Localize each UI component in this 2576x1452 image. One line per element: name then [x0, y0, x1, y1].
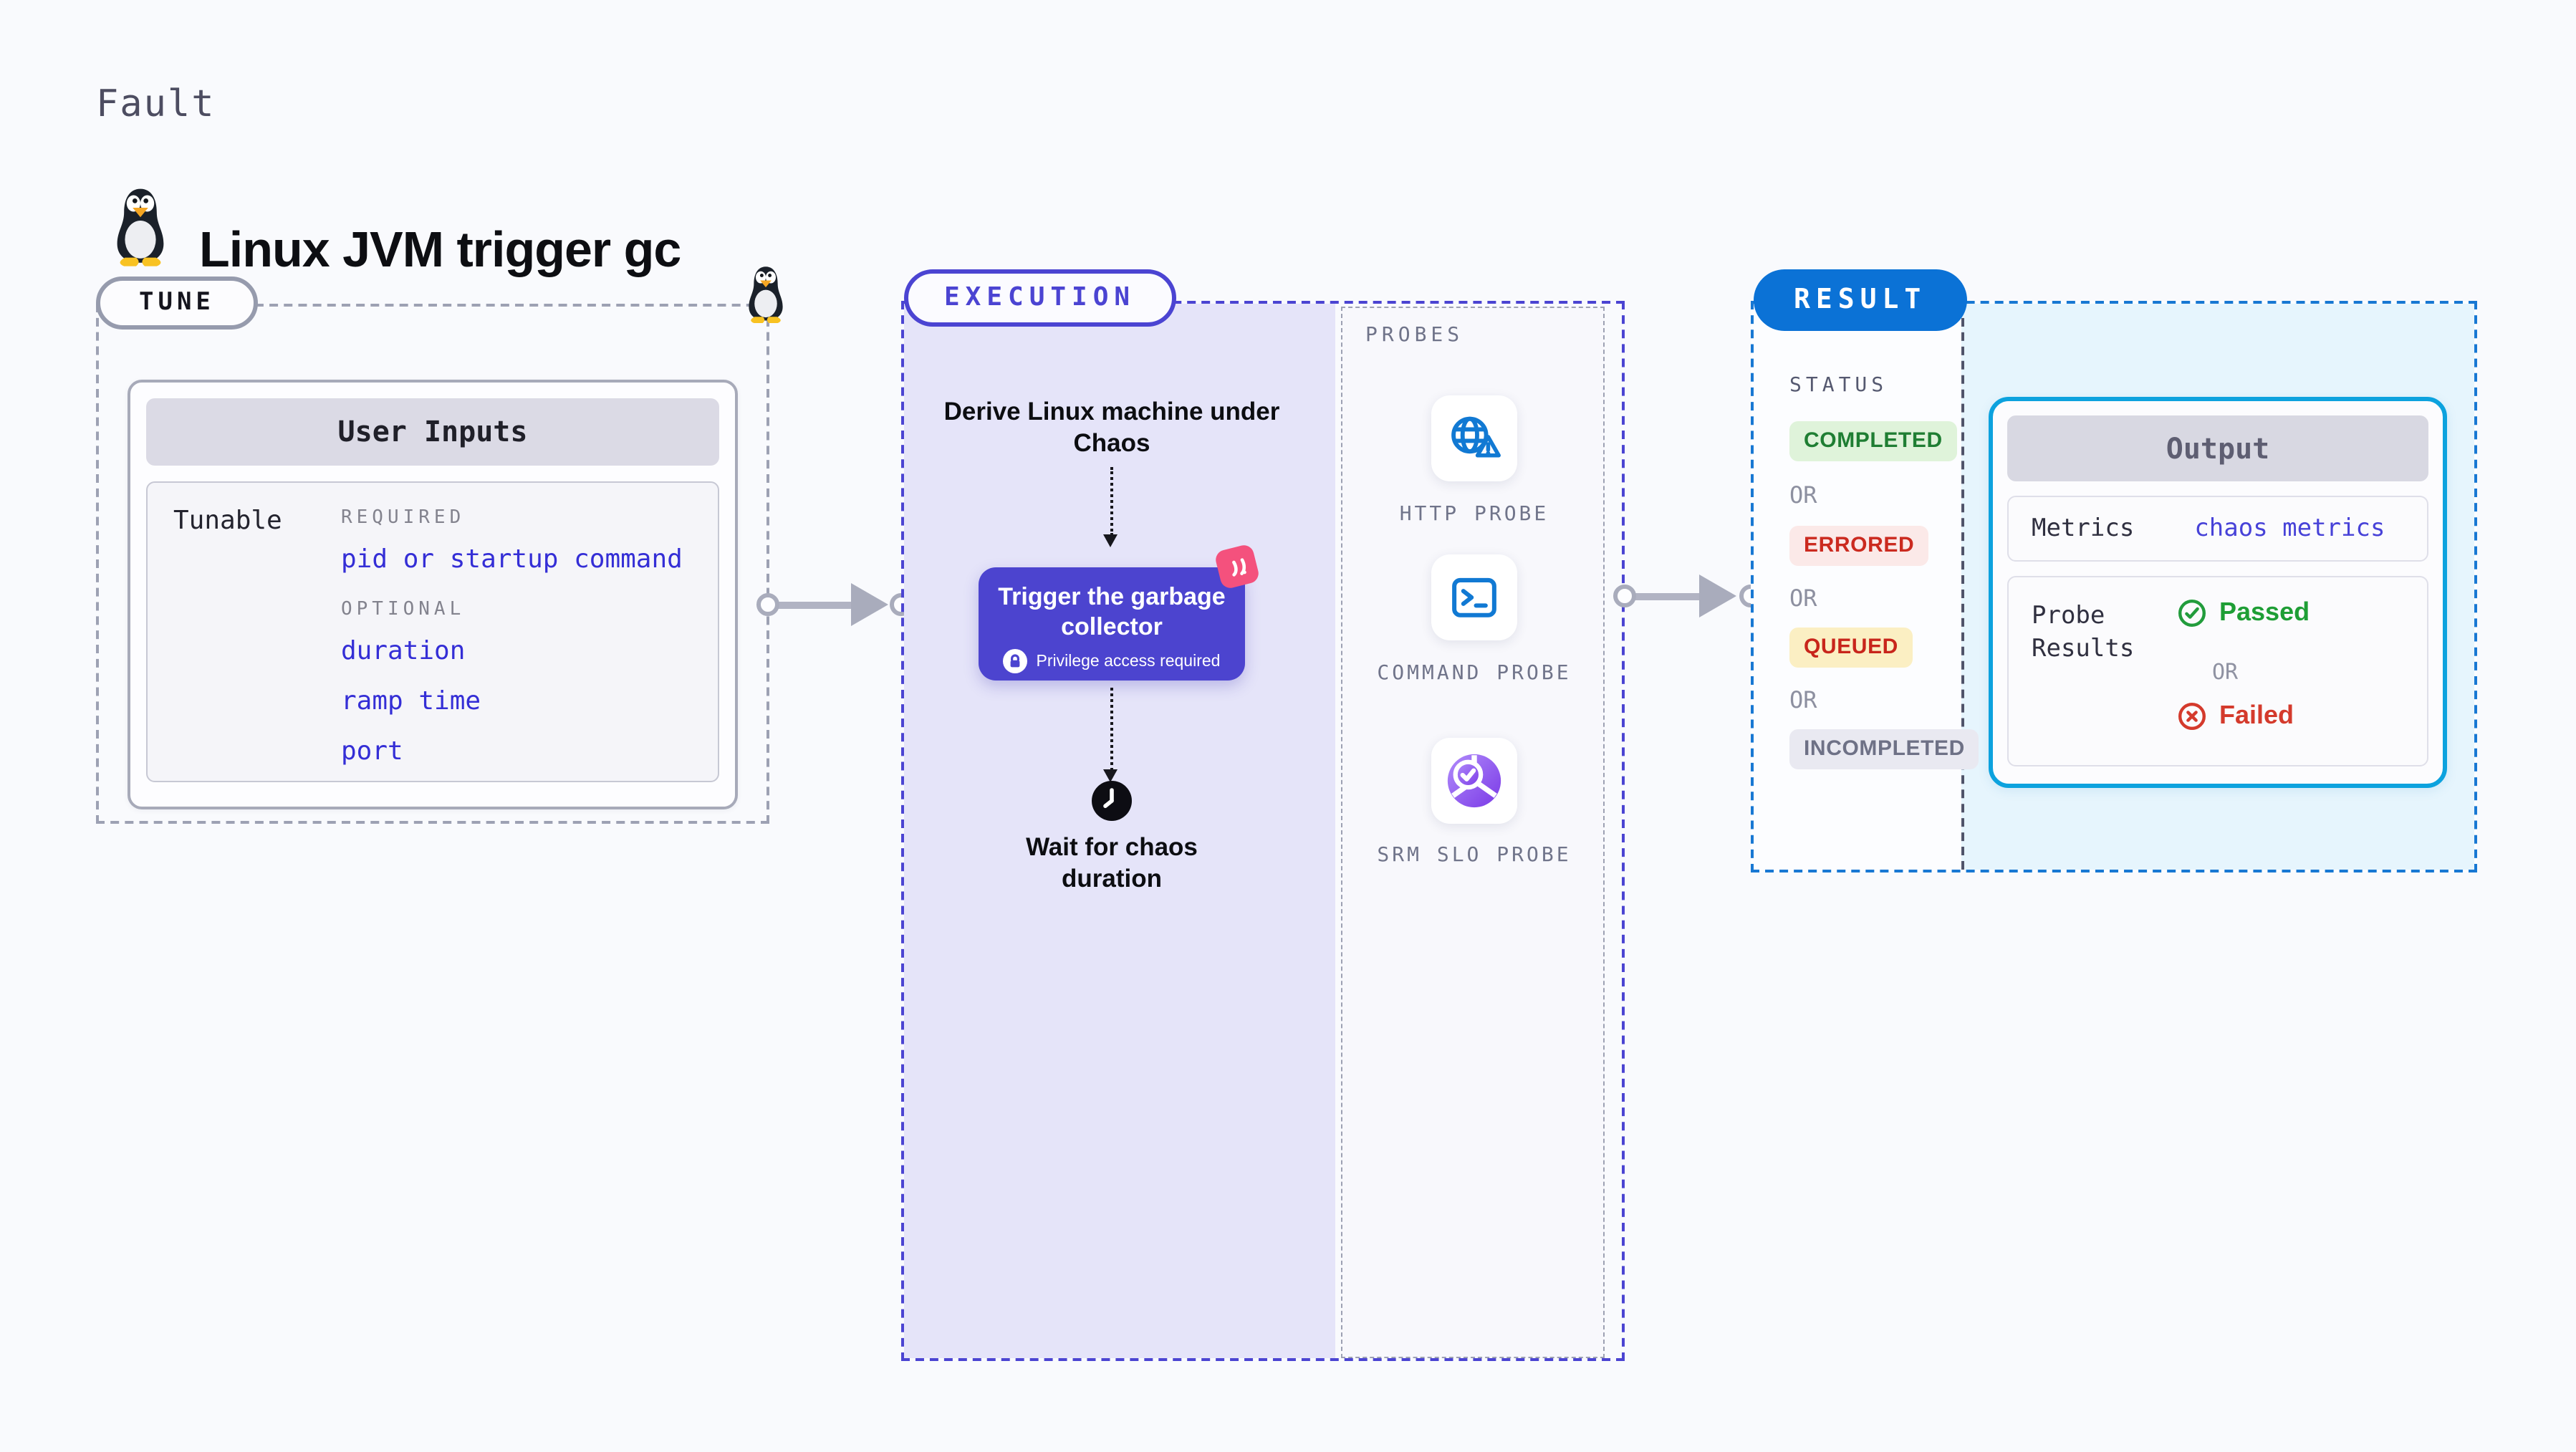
connector-dot: [1613, 585, 1636, 607]
globe-warning-icon: [1451, 415, 1501, 457]
trigger-gc-node[interactable]: Trigger the garbage collector Privilege …: [979, 567, 1245, 681]
metrics-label: Metrics: [2032, 514, 2135, 543]
flow-arrow-down: [1103, 688, 1118, 782]
privilege-note: Privilege access required: [1036, 653, 1221, 670]
lock-icon: [1003, 649, 1028, 673]
srm-slo-probe-card[interactable]: [1431, 738, 1517, 824]
x-circle-icon: [2178, 702, 2206, 729]
tunable-row-label: Tunable: [173, 506, 282, 536]
http-probe-card[interactable]: [1431, 395, 1517, 481]
clock-icon: [1090, 779, 1133, 822]
fault-kicker: Fault: [96, 83, 216, 126]
chaos-logo-icon: [1213, 543, 1261, 590]
probe-results-label: Probe Results: [2032, 602, 2135, 663]
or-separator: OR: [1789, 686, 1817, 713]
check-circle-icon: [2178, 599, 2206, 626]
command-probe-label: COMMAND PROBE: [1377, 662, 1572, 685]
command-probe-card[interactable]: [1431, 554, 1517, 640]
status-badge-incompleted: INCOMPLETED: [1789, 729, 1979, 769]
slo-donut-check-icon: [1447, 754, 1501, 808]
tune-section: [96, 304, 769, 824]
output-card: Output Metrics chaos metrics Probe Resul…: [1989, 397, 2447, 788]
tune-badge: TUNE: [96, 277, 258, 330]
tunable-link-port[interactable]: port: [341, 736, 403, 766]
or-separator: OR: [1789, 481, 1817, 509]
metrics-row: Metrics chaos metrics: [2007, 496, 2428, 562]
status-label: STATUS: [1789, 374, 1888, 397]
tux-penguin-icon: [117, 188, 164, 266]
status-badge-queued: QUEUED: [1789, 628, 1913, 668]
probe-results-row: Probe Results Passed OR Failed: [2007, 576, 2428, 766]
page-title: Linux JVM trigger gc: [199, 222, 681, 278]
user-inputs-table: Tunable REQUIRED pid or startup command …: [146, 481, 719, 782]
or-separator: OR: [1789, 585, 1817, 612]
user-inputs-title: User Inputs: [146, 398, 719, 466]
tux-penguin-small-icon: [749, 266, 783, 323]
required-label: REQUIRED: [341, 507, 466, 529]
step-wait-duration: Wait for chaos duration: [1026, 832, 1198, 892]
execution-section: Derive Linux machine under Chaos Trigger…: [901, 301, 1625, 1361]
output-title: Output: [2007, 415, 2428, 481]
tunable-link-duration[interactable]: duration: [341, 636, 466, 666]
probes-label: PROBES: [1365, 324, 1464, 347]
step-derive-machine: Derive Linux machine under Chaos: [943, 397, 1280, 457]
metrics-value-link[interactable]: chaos metrics: [2194, 514, 2385, 543]
user-inputs-card: User Inputs Tunable REQUIRED pid or star…: [128, 380, 738, 809]
result-section: STATUS COMPLETED OR ERRORED OR QUEUED OR…: [1751, 301, 2477, 872]
status-badge-errored: ERRORED: [1789, 526, 1929, 566]
connector-dot: [756, 593, 779, 616]
tunable-link-pid[interactable]: pid or startup command: [341, 544, 683, 574]
http-probe-label: HTTP PROBE: [1399, 503, 1549, 526]
arrow-execution-to-result: [1613, 570, 1762, 622]
execution-flow-area: Derive Linux machine under Chaos Trigger…: [904, 304, 1335, 1358]
status-badge-completed: COMPLETED: [1789, 421, 1957, 461]
trigger-gc-label: Trigger the garbage collector: [998, 583, 1226, 640]
failed-label: Failed: [2219, 701, 2294, 729]
tunable-link-ramp-time[interactable]: ramp time: [341, 686, 481, 716]
arrow-tune-to-execution: [756, 579, 913, 630]
srm-slo-probe-label: SRM SLO PROBE: [1377, 844, 1572, 867]
result-badge: RESULT: [1754, 269, 1967, 331]
terminal-icon: [1452, 577, 1496, 617]
execution-badge: EXECUTION: [904, 269, 1176, 327]
optional-label: OPTIONAL: [341, 599, 466, 620]
passed-label: Passed: [2219, 597, 2310, 626]
or-separator: OR: [2212, 659, 2239, 685]
flow-arrow-down: [1103, 467, 1118, 547]
probes-panel: PROBES HTTP PROBE: [1341, 307, 1605, 1358]
